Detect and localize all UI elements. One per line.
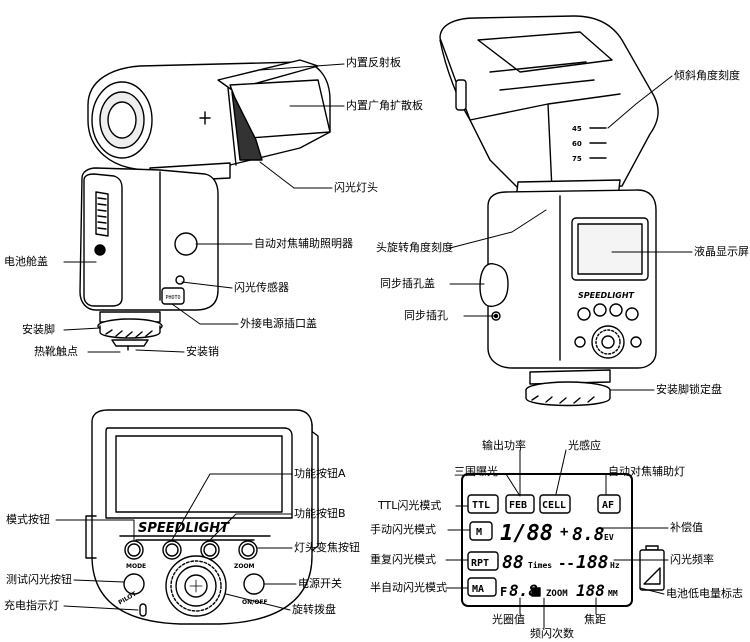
charge-led-shape xyxy=(139,603,147,617)
label-low-battery: 电池低电量标志 xyxy=(666,587,743,600)
lcd-legend-leaders xyxy=(445,449,669,629)
label-power-switch: 电源开关 xyxy=(298,577,342,590)
label-hot-shoe-contacts: 热靴触点 xyxy=(34,345,78,358)
label-af-assist-lamp: 自动对焦辅助灯 xyxy=(608,465,685,478)
rear-brand: SPEEDLIGHT xyxy=(578,291,635,300)
label-charge-led: 充电指示灯 xyxy=(4,599,59,612)
lcd-ev-unit: EV xyxy=(604,533,614,542)
label-ext-power-cover: 外接电源插口盖 xyxy=(240,317,317,330)
sync-cover xyxy=(479,263,509,308)
lcd-times-digits: 88 xyxy=(502,552,524,573)
label-func-btn-a: 功能按钮A xyxy=(294,467,346,480)
lcd-f-prefix: F xyxy=(500,585,507,599)
label-output-power: 输出功率 xyxy=(482,439,526,452)
back-panel-leaders xyxy=(55,473,297,611)
lcd-times-unit: Times xyxy=(528,560,552,570)
back-panel: SPEEDLIGHT MODE ZOOM PILOT ON/OFF xyxy=(85,409,319,625)
battery-door xyxy=(83,173,123,307)
onoff-btn-label: ON/OFF xyxy=(242,599,268,606)
lcd-ev-digits: 8.8 xyxy=(572,524,605,545)
onoff-btn-shape xyxy=(243,573,265,595)
lcd-rpt: RPT xyxy=(471,558,489,569)
label-exposure-comp: 补偿值 xyxy=(670,521,703,534)
label-ttl-mode: TTL闪光模式 xyxy=(378,499,442,512)
lcd-mm-digits: 188 xyxy=(576,581,605,600)
label-func-btn-b: 功能按钮B xyxy=(294,507,346,520)
tilt-mark-75: 75 xyxy=(572,155,582,163)
flash-rear-view: 45 60 75 SPEEDLIGHT xyxy=(439,15,659,407)
lcd-plusminus: + xyxy=(560,524,568,540)
lcd-legend xyxy=(461,473,665,607)
label-mounting-pin: 安装销 xyxy=(186,345,219,358)
label-rotate-scale: 头旋转角度刻度 xyxy=(376,241,453,254)
tilt-mark-45: 45 xyxy=(572,125,582,133)
lcd-ma: MA xyxy=(472,584,484,595)
label-sync-port: 同步插孔 xyxy=(404,309,448,322)
label-flash-head: 闪光灯头 xyxy=(334,181,378,194)
lcd-f-digits: 8.8 xyxy=(509,581,538,600)
ext-port-cover xyxy=(161,287,185,305)
lcd-hz-unit: Hz xyxy=(610,561,620,570)
tilt-mark-60: 60 xyxy=(572,140,582,148)
lcd-legend-frame xyxy=(461,473,633,607)
label-bracket-exposure: 三围曝光 xyxy=(454,465,498,478)
lcd-power-digits: 1/88 xyxy=(500,521,553,546)
lcd-hz-digits: 188 xyxy=(576,552,609,573)
lcd-mm-unit: MM xyxy=(608,589,618,598)
flash-front-leaders xyxy=(63,63,345,353)
ext-port-text: PHOTO xyxy=(165,295,180,301)
lcd-cell: CELL xyxy=(542,500,566,511)
label-semi-auto-mode: 半自动闪光模式 xyxy=(370,581,447,594)
label-flash-freq: 闪光频率 xyxy=(670,553,714,566)
flash-front-view: PHOTO xyxy=(79,59,331,351)
zoom-btn-label: ZOOM xyxy=(234,563,255,570)
lcd-zoom-label: ZOOM xyxy=(546,589,568,599)
label-dial: 旋转拨盘 xyxy=(292,603,336,616)
af-assist-window xyxy=(174,232,198,256)
label-built-in-wide-panel: 内置广角扩散板 xyxy=(346,99,423,112)
flash-rear-leaders xyxy=(449,75,693,391)
label-focal-length: 焦距 xyxy=(584,613,606,626)
mode-btn-label: MODE xyxy=(126,563,146,570)
label-foot-lock-dial: 安装脚锁定盘 xyxy=(656,383,722,396)
label-battery-cover: 电池舱盖 xyxy=(4,255,48,268)
label-tilt-scale: 倾斜角度刻度 xyxy=(674,69,740,82)
lcd-ttl: TTL xyxy=(472,500,490,511)
label-mounting-foot: 安装脚 xyxy=(22,323,55,336)
label-repeat-mode: 重复闪光模式 xyxy=(370,553,436,566)
low-battery-icon xyxy=(639,545,665,591)
label-light-sensor: 光感应 xyxy=(568,439,601,452)
label-zoom-btn: 灯头变焦按钮 xyxy=(294,541,360,554)
lcd-dash: -- xyxy=(558,556,575,572)
label-built-in-reflector: 内置反射板 xyxy=(346,56,401,69)
label-mode-btn: 模式按钮 xyxy=(6,513,50,526)
label-af-assist: 自动对焦辅助照明器 xyxy=(254,237,353,250)
lcd-segment-text: TTL FEB CELL AF M 1/88 + 8.8 EV RPT 88 T… xyxy=(471,500,620,600)
label-aperture: 光圈值 xyxy=(492,613,525,626)
label-test-btn: 测试闪光按钮 xyxy=(6,573,72,586)
flash-sensor-window xyxy=(175,275,185,285)
pilot-btn-shape xyxy=(123,573,145,595)
label-flash-count: 频闪次数 xyxy=(530,627,574,640)
lcd-af: AF xyxy=(602,500,614,511)
label-lcd-screen: 液晶显示屏 xyxy=(694,245,749,258)
label-sync-cover: 同步插孔盖 xyxy=(380,277,435,290)
back-brand: SPEEDLIGHT xyxy=(138,521,230,536)
label-manual-mode: 手动闪光模式 xyxy=(370,523,436,536)
label-flash-sensor: 闪光传感器 xyxy=(234,281,289,294)
lcd-m: M xyxy=(476,527,482,538)
lcd-feb: FEB xyxy=(509,500,527,511)
